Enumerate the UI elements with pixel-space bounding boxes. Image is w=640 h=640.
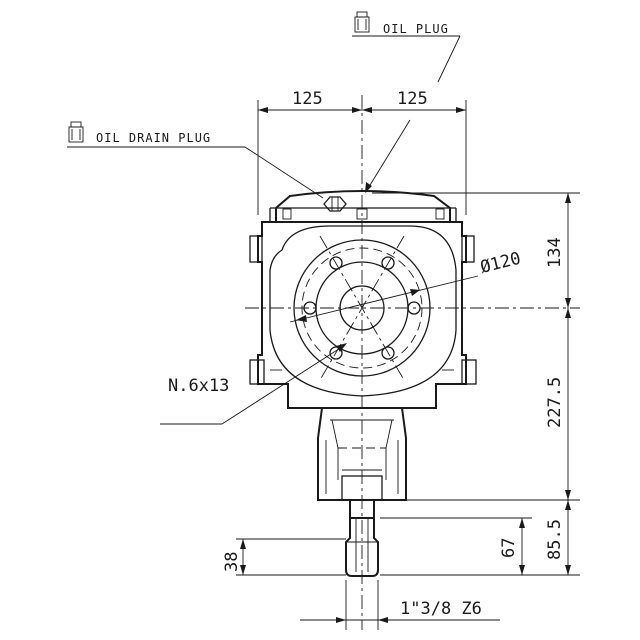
- diameter-dimension: Ø120: [289, 249, 523, 323]
- bolt-hole: [381, 256, 395, 270]
- oil-drain-plug-callout: OIL DRAIN PLUG: [67, 121, 324, 199]
- width-dimension: 125 125: [257, 89, 467, 215]
- bolt-hole: [329, 256, 343, 270]
- dim-125-right: 125: [397, 89, 428, 109]
- spline-dimension: 1"3/8 Z6: [300, 580, 500, 630]
- dim-85-5: 85.5: [545, 519, 565, 560]
- oil-plug-label: OIL PLUG: [383, 22, 449, 36]
- flange: [293, 235, 431, 381]
- right-dimensions: 134 227.5 85.5 67: [372, 192, 580, 576]
- plug-icon: [354, 11, 370, 33]
- bolt-holes-callout: N.6x13: [160, 343, 347, 425]
- plug-icon: [68, 121, 84, 143]
- bolt-hole: [381, 346, 395, 360]
- dim-125-left: 125: [292, 89, 323, 109]
- bolt-hole: [329, 346, 343, 360]
- dim-67: 67: [499, 538, 519, 558]
- oil-drain-plug-label: OIL DRAIN PLUG: [96, 131, 211, 145]
- gearbox-housing: [249, 190, 477, 409]
- bolt-hole: [407, 301, 421, 315]
- bolt-holes-label: N.6x13: [168, 376, 229, 396]
- output-shaft: [345, 499, 379, 577]
- oil-plug-callout: OIL PLUG: [352, 11, 461, 83]
- left-dimension: 38: [222, 538, 346, 576]
- dim-227-5: 227.5: [545, 377, 565, 428]
- dim-38: 38: [222, 552, 242, 572]
- shaft-spline-label: 1"3/8 Z6: [400, 599, 482, 619]
- bolt-hole: [303, 301, 317, 315]
- dim-diameter: Ø120: [478, 249, 523, 278]
- dim-134: 134: [545, 237, 565, 268]
